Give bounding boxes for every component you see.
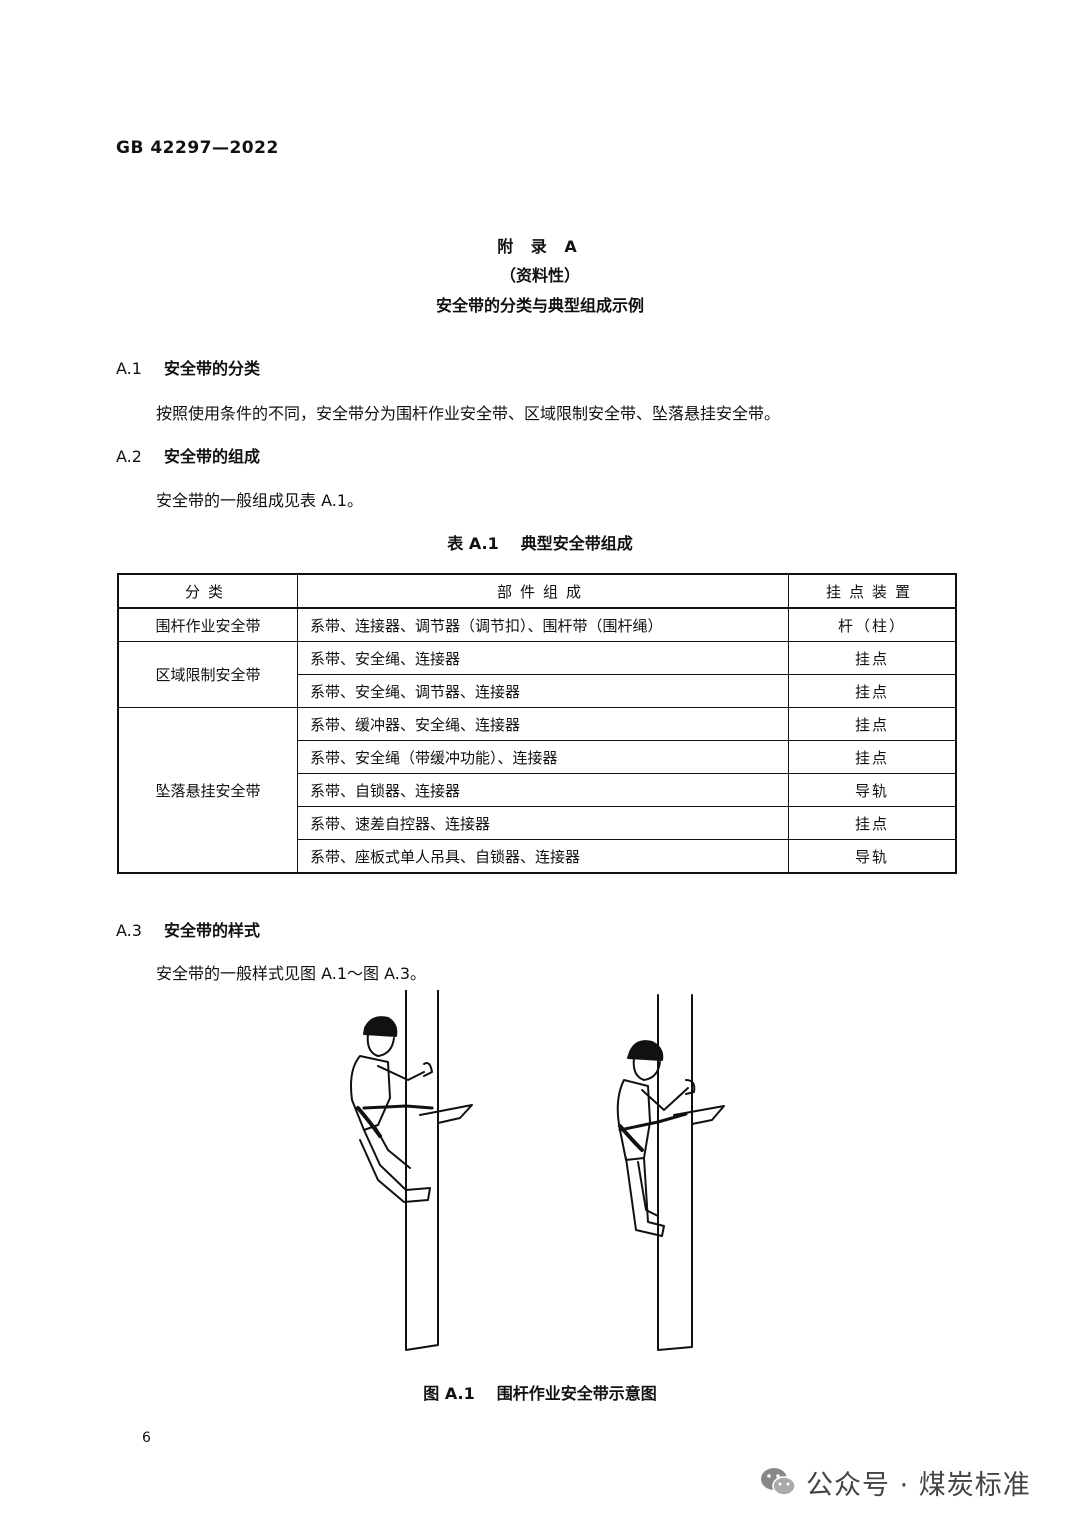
pole-strap — [362, 1104, 434, 1110]
anchor-cell: 导轨 — [788, 839, 957, 874]
table-caption-title: 典型安全带组成 — [520, 534, 633, 553]
table-row: 系带、安全绳、调节器、连接器 挂点 — [118, 674, 957, 708]
table-header-row: 分类 部件组成 挂点装置 — [117, 573, 957, 609]
table-row: 系带、速差自控器、连接器 挂点 — [118, 806, 957, 840]
header-components: 部件组成 — [297, 573, 789, 609]
anchor-cell: 杆（柱） — [788, 607, 957, 642]
pole-climbing-illustration — [350, 989, 725, 1351]
figure-caption: 图 A.1 围杆作业安全带示意图 — [0, 1380, 1080, 1404]
section-heading-a2: A.2 安全带的组成 — [116, 443, 260, 467]
watermark-text: 公众号 · 煤炭标准 — [806, 1469, 1031, 1501]
pole — [657, 994, 693, 1351]
wechat-icon — [761, 1468, 796, 1496]
anchor-cell: 挂点 — [788, 641, 957, 675]
back-leg — [375, 1127, 411, 1169]
components-cell: 系带、安全绳、调节器、连接器 — [297, 674, 789, 708]
pole — [405, 989, 439, 1351]
section-paragraph-a2: 安全带的一般组成见表 A.1。 — [156, 491, 364, 510]
category-cell: 坠落悬挂安全带 — [117, 707, 298, 874]
table-row: 围杆作业安全带 系带、连接器、调节器（调节扣）、围杆带（围杆绳） 杆（柱） — [117, 607, 957, 642]
head — [366, 1033, 395, 1057]
table-caption: 表 A.1 典型安全带组成 — [0, 530, 1080, 554]
category-cell: 区域限制安全带 — [117, 641, 298, 708]
left-worker-scene — [350, 989, 473, 1351]
crossarm — [673, 1105, 725, 1125]
crossarm — [419, 1104, 473, 1124]
appendix-subject: 安全带的分类与典型组成示例 — [435, 296, 644, 315]
page-number: 6 — [142, 1430, 151, 1446]
category-cell: 围杆作业安全带 — [117, 607, 298, 642]
anchor-cell: 导轨 — [788, 773, 957, 807]
table-row: 坠落悬挂安全带 系带、缓冲器、安全绳、连接器 挂点 — [117, 707, 957, 874]
head — [632, 1057, 661, 1081]
section-title: 安全带的样式 — [164, 921, 261, 940]
section-title: 安全带的组成 — [164, 447, 261, 466]
components-cell: 系带、自锁器、连接器 — [297, 773, 789, 807]
figure-caption-number: 图 A.1 — [423, 1384, 475, 1403]
table-row: 系带、座板式单人吊具、自锁器、连接器 导轨 — [118, 839, 957, 874]
anchor-cell: 挂点 — [788, 806, 957, 840]
components-cell: 系带、座板式单人吊具、自锁器、连接器 — [297, 839, 789, 874]
components-cell: 系带、连接器、调节器（调节扣）、围杆带（围杆绳） — [297, 607, 789, 642]
helmet — [627, 1040, 664, 1061]
section-heading-a3: A.3 安全带的样式 — [116, 917, 260, 941]
anchor-cell: 挂点 — [788, 740, 957, 774]
components-cell: 系带、速差自控器、连接器 — [297, 806, 789, 840]
header-anchor: 挂点装置 — [788, 573, 957, 609]
table-row: 系带、自锁器、连接器 导轨 — [118, 773, 957, 807]
section-number: A.3 — [116, 921, 142, 940]
helmet — [363, 1016, 398, 1037]
hand — [685, 1079, 696, 1095]
section-title: 安全带的分类 — [164, 359, 261, 378]
header-category: 分类 — [117, 573, 298, 609]
components-cell: 系带、缓冲器、安全绳、连接器 — [297, 707, 789, 741]
composition-table: 分类 部件组成 挂点装置 围杆作业安全带 系带、连接器、调节器（调节扣）、围杆带… — [117, 573, 957, 874]
torso — [616, 1079, 651, 1161]
table-caption-number: 表 A.1 — [447, 534, 499, 553]
watermark: 公众号 · 煤炭标准 — [758, 1462, 1031, 1502]
anchor-cell: 挂点 — [788, 707, 957, 741]
pole-strap — [618, 1112, 688, 1132]
components-cell: 系带、安全绳（带缓冲功能）、连接器 — [297, 740, 789, 774]
legs — [359, 1129, 431, 1203]
appendix-nature: （资料性） — [499, 266, 580, 285]
back-leg — [637, 1161, 659, 1217]
section-heading-a1: A.1 安全带的分类 — [116, 355, 260, 379]
arm — [377, 1065, 425, 1081]
section-paragraph-a1: 按照使用条件的不同，安全带分为围杆作业安全带、区域限制安全带、坠落悬挂安全带。 — [156, 404, 781, 423]
harness — [618, 1124, 644, 1152]
pole-climbing-figure — [320, 989, 750, 1355]
anchor-cell: 挂点 — [788, 674, 957, 708]
section-number: A.2 — [116, 447, 142, 466]
hand — [423, 1062, 433, 1077]
table-row: 区域限制安全带 系带、安全绳、连接器 挂点 — [117, 641, 957, 708]
components-cell: 系带、安全绳、连接器 — [297, 641, 789, 675]
torso — [350, 1055, 391, 1131]
appendix-title: 附 录 A — [497, 237, 583, 256]
figure-caption-title: 围杆作业安全带示意图 — [496, 1384, 657, 1403]
standard-number: GB 42297—2022 — [116, 138, 279, 158]
section-number: A.1 — [116, 359, 142, 378]
section-paragraph-a3: 安全带的一般样式见图 A.1～图 A.3。 — [156, 964, 427, 983]
right-worker-scene — [616, 994, 725, 1351]
arm — [641, 1087, 689, 1111]
